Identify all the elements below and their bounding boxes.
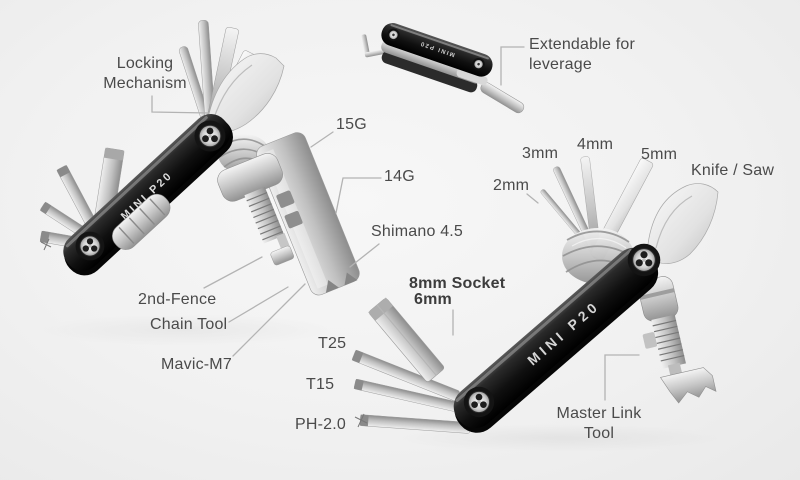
left-upper-pivot-bolt bbox=[194, 120, 226, 152]
left-knife-blade bbox=[205, 53, 285, 134]
left-second-fence bbox=[270, 245, 294, 266]
right-lower-pivot-bolt bbox=[463, 386, 495, 418]
label-5mm: 5mm bbox=[641, 146, 678, 163]
master-link-fork bbox=[659, 367, 717, 404]
leader-master-link bbox=[604, 354, 640, 401]
label-extendable: Extendable for leverage bbox=[529, 36, 635, 73]
leader-mavic bbox=[232, 283, 306, 357]
label-second-fence: 2nd-Fence bbox=[138, 291, 217, 308]
label-8mm-socket: 8mm Socket bbox=[409, 275, 506, 292]
extendable-rod bbox=[480, 82, 525, 114]
leader-second-fence bbox=[203, 256, 263, 289]
leader-15g bbox=[310, 131, 334, 148]
leader-extendable bbox=[500, 46, 525, 86]
leader-shimano bbox=[349, 243, 380, 268]
label-t25: T25 bbox=[318, 335, 347, 352]
label-ph-20: PH-2.0 bbox=[295, 416, 346, 433]
socket-bit bbox=[368, 297, 445, 382]
leader-14g bbox=[335, 177, 382, 214]
label-knife-saw: Knife / Saw bbox=[691, 162, 775, 179]
left-lower-pivot-bolt bbox=[75, 231, 105, 261]
right-chain-tool bbox=[638, 276, 717, 404]
left-multitool-illustration: MINI P20 bbox=[39, 20, 360, 296]
label-master-link-tool: Master Link Tool bbox=[556, 405, 642, 442]
label-mavic-m7: Mavic-M7 bbox=[161, 356, 232, 373]
label-2mm: 2mm bbox=[493, 177, 530, 194]
top-multitool-illustration: MINI P20 bbox=[361, 23, 525, 114]
label-t15: T15 bbox=[306, 376, 335, 393]
right-multitool-illustration: MINI P20 bbox=[351, 156, 719, 434]
label-chain-tool: Chain Tool bbox=[150, 316, 228, 333]
label-locking-mechanism: Locking Mechanism bbox=[103, 55, 187, 92]
leader-locking-mechanism bbox=[151, 95, 210, 114]
label-15g: 15G bbox=[336, 116, 367, 133]
label-3mm: 3mm bbox=[522, 145, 559, 162]
right-knife-blade bbox=[647, 183, 719, 264]
label-6mm: 6mm bbox=[414, 291, 452, 308]
left-chain-tool bbox=[217, 132, 360, 296]
leader-chain-tool bbox=[228, 286, 289, 323]
label-shimano: Shimano 4.5 bbox=[371, 223, 464, 240]
label-14g: 14G bbox=[384, 168, 415, 185]
right-upper-pivot-bolt bbox=[627, 243, 661, 277]
label-4mm: 4mm bbox=[577, 136, 614, 153]
leader-2mm bbox=[526, 193, 539, 204]
leader-lines bbox=[151, 46, 640, 401]
